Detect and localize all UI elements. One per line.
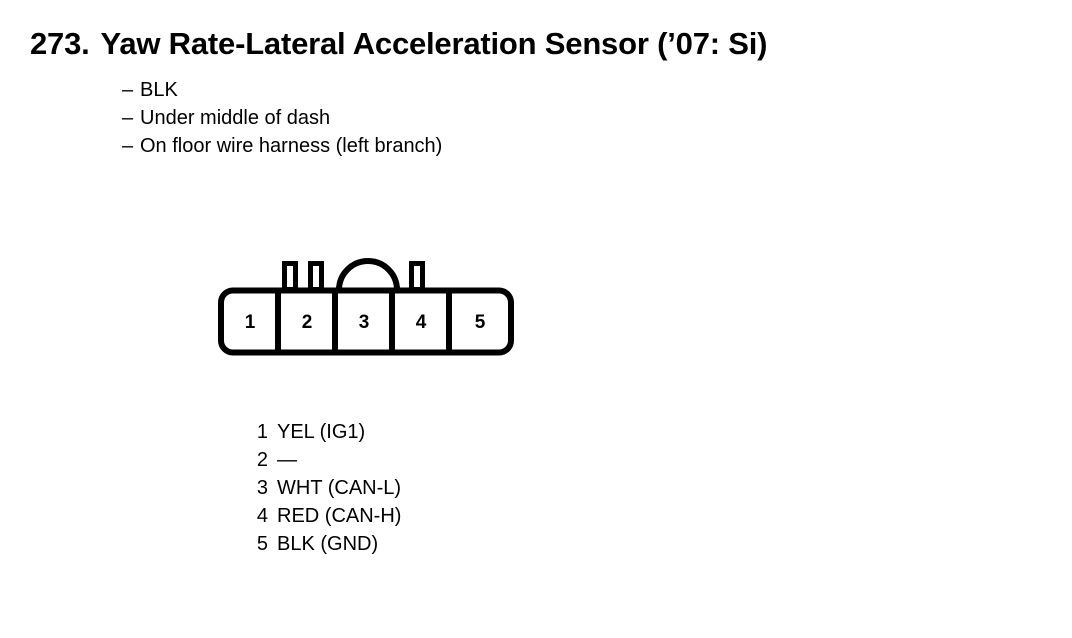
- legend-pin-number: 5: [256, 533, 268, 555]
- note-item-label: Under middle of dash: [140, 107, 331, 129]
- legend-row: 2—: [246, 446, 401, 474]
- legend-pin-number: 2: [256, 449, 268, 471]
- cavity-number-3: 3: [359, 312, 370, 333]
- connector-diagram: 1 2 3 4 5: [218, 258, 514, 358]
- note-dash-icon: –: [122, 107, 134, 129]
- note-item: –BLK: [122, 76, 442, 104]
- locking-tab-right: [409, 261, 425, 292]
- note-item: –On floor wire harness (left branch): [122, 132, 442, 160]
- page-title-text: Yaw Rate-Lateral Acceleration Sensor (’0…: [100, 26, 768, 61]
- cavity-number-4: 4: [416, 312, 427, 333]
- connector-body: [218, 287, 514, 356]
- connector-arch: [336, 258, 400, 291]
- legend-pin-number: 1: [256, 421, 268, 443]
- legend-row: 3 WHT (CAN-L): [246, 474, 401, 502]
- page-title-number: 273.: [30, 26, 90, 61]
- locking-tab-left-b: [308, 261, 324, 292]
- legend-wire-label: WHT (CAN-L): [277, 477, 402, 499]
- locking-tab-left-a: [282, 261, 298, 292]
- note-dash-icon: –: [122, 135, 134, 157]
- legend-wire-label: BLK (GND): [277, 533, 379, 555]
- cavity-number-5: 5: [475, 312, 486, 333]
- legend-wire-label: RED (CAN-H): [277, 505, 402, 527]
- page-title: 273. Yaw Rate-Lateral Acceleration Sensor…: [30, 26, 767, 62]
- legend-wire-label: YEL (IG1): [277, 421, 366, 443]
- legend-row: 5 BLK (GND): [246, 530, 401, 558]
- legend-pin-number: 4: [256, 505, 268, 527]
- legend-row: 4 RED (CAN-H): [246, 502, 402, 530]
- note-item: –Under middle of dash: [122, 104, 442, 132]
- legend-pin-number: 3: [256, 477, 268, 499]
- note-dash-icon: –: [122, 79, 134, 101]
- note-item-label: On floor wire harness (left branch): [140, 135, 443, 157]
- cavity-number-2: 2: [302, 312, 313, 333]
- note-item-label: BLK: [140, 79, 178, 101]
- legend-wire-label: —: [277, 449, 297, 471]
- cavity-number-1: 1: [245, 312, 256, 333]
- notes-list: –BLK –Under middle of dash –On floor wir…: [122, 76, 442, 160]
- legend-row: 1 YEL (IG1): [246, 418, 401, 446]
